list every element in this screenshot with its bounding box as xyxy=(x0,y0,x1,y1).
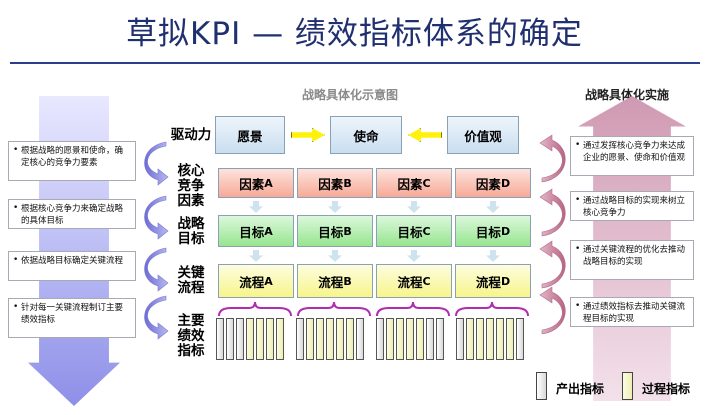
process-kpi-bar xyxy=(246,318,254,360)
left-note-4: 针对每一关键流程制订主要绩效指标 xyxy=(8,298,136,338)
left-arrow-icon xyxy=(408,128,442,142)
output-kpi-bar xyxy=(436,318,444,360)
process-kpi-bar xyxy=(476,318,484,360)
curve-arrow-icon xyxy=(144,141,169,186)
process-kpi-bar xyxy=(276,318,284,360)
diagram-caption: 战略具体化示意图 xyxy=(301,88,398,102)
kpi-bars-c xyxy=(376,318,444,360)
brace-icon xyxy=(376,301,450,317)
right-arrow-icon xyxy=(291,128,325,142)
kpi-bars-a xyxy=(216,318,284,360)
process-kpi-bar xyxy=(326,318,334,360)
row-label-strategy: 战略 目标 xyxy=(177,216,205,247)
curved-arrows-right xyxy=(539,134,566,334)
process-kpi-bar xyxy=(496,318,504,360)
curve-arrow-icon xyxy=(539,286,566,334)
curve-arrow-icon xyxy=(539,134,566,183)
process-kpi-bar xyxy=(336,318,344,360)
title-divider xyxy=(10,62,700,64)
curve-arrow-icon xyxy=(539,240,566,289)
process-kpi-bar xyxy=(506,318,514,360)
row-label-kpi: 主要 绩效 指标 xyxy=(177,313,205,359)
row-label-core: 核心 竞争 因素 xyxy=(177,163,205,209)
right-note-1: 通过发挥核心竞争力来达成企业的愿景、使命和价值观 xyxy=(570,136,694,176)
process-kpi-bar xyxy=(466,318,474,360)
left-note-1: 根据战略的愿景和使命，确定核心的竞争力要素 xyxy=(8,141,136,181)
process-kpi-bar xyxy=(416,318,424,360)
process-kpi-bar xyxy=(266,318,274,360)
down-arrow-icon xyxy=(407,201,421,213)
curved-arrows-left xyxy=(144,141,169,340)
legend-process-swatch xyxy=(622,372,633,400)
output-kpi-bar xyxy=(216,318,224,360)
left-note-2: 根据核心竞争力来确定战略的具体目标 xyxy=(8,199,136,229)
curve-arrow-icon xyxy=(539,188,566,237)
curve-arrow-icon xyxy=(144,295,169,340)
legend-output-swatch xyxy=(536,372,547,400)
brace-icon xyxy=(297,301,371,317)
process-kpi-bar xyxy=(486,318,494,360)
row-label-driver: 驱动力 xyxy=(170,127,212,143)
down-arrow-icon xyxy=(486,250,500,262)
legend-process-label: 过程指标 xyxy=(642,382,691,396)
right-note-2: 通过战略目标的实现来树立核心竞争力 xyxy=(570,191,694,221)
implementation-caption: 战略具体化实施 xyxy=(584,88,669,102)
process-kpi-bar xyxy=(256,318,264,360)
brace-icon xyxy=(218,301,292,317)
process-kpi-bar xyxy=(346,318,354,360)
process-kpi-bar xyxy=(386,318,394,360)
down-arrow-icon xyxy=(249,250,263,262)
output-kpi-bar xyxy=(376,318,384,360)
output-kpi-bar xyxy=(226,318,234,360)
brace-icon xyxy=(455,301,529,317)
down-arrow-icon xyxy=(328,250,342,262)
kpi-bars-d xyxy=(456,318,524,360)
row-label-process: 关键 流程 xyxy=(177,265,205,296)
output-kpi-bar xyxy=(516,318,524,360)
kpi-bars-b xyxy=(296,318,364,360)
mission-box: 使命 xyxy=(330,116,402,154)
process-kpi-bar xyxy=(406,318,414,360)
down-arrow-icon xyxy=(249,201,263,213)
output-kpi-bar xyxy=(296,318,304,360)
process-kpi-bar xyxy=(396,318,404,360)
output-kpi-bar xyxy=(356,318,364,360)
braces xyxy=(218,301,529,317)
vision-box: 愿景 xyxy=(215,116,285,154)
process-kpi-bar xyxy=(306,318,314,360)
down-arrow-icon xyxy=(407,250,421,262)
down-arrow-icon xyxy=(486,201,500,213)
output-kpi-bar xyxy=(456,318,464,360)
right-note-4: 通过绩效指标去推动关键流程目标的实现 xyxy=(570,297,694,327)
process-kpi-bar xyxy=(316,318,324,360)
down-arrow-icon xyxy=(328,201,342,213)
legend-output-label: 产出指标 xyxy=(556,382,605,396)
output-kpi-bar xyxy=(426,318,434,360)
right-note-3: 通过关键流程的优化去推动战略目标的实现 xyxy=(570,240,694,280)
curve-arrow-icon xyxy=(144,195,169,240)
values-box: 价值观 xyxy=(447,116,519,154)
curve-arrow-icon xyxy=(144,247,169,292)
left-note-3: 依据战略目标确定关键流程 xyxy=(8,251,136,281)
output-kpi-bar xyxy=(236,318,244,360)
page-title: 草拟KPI — 绩效指标体系的确定 xyxy=(126,16,583,52)
